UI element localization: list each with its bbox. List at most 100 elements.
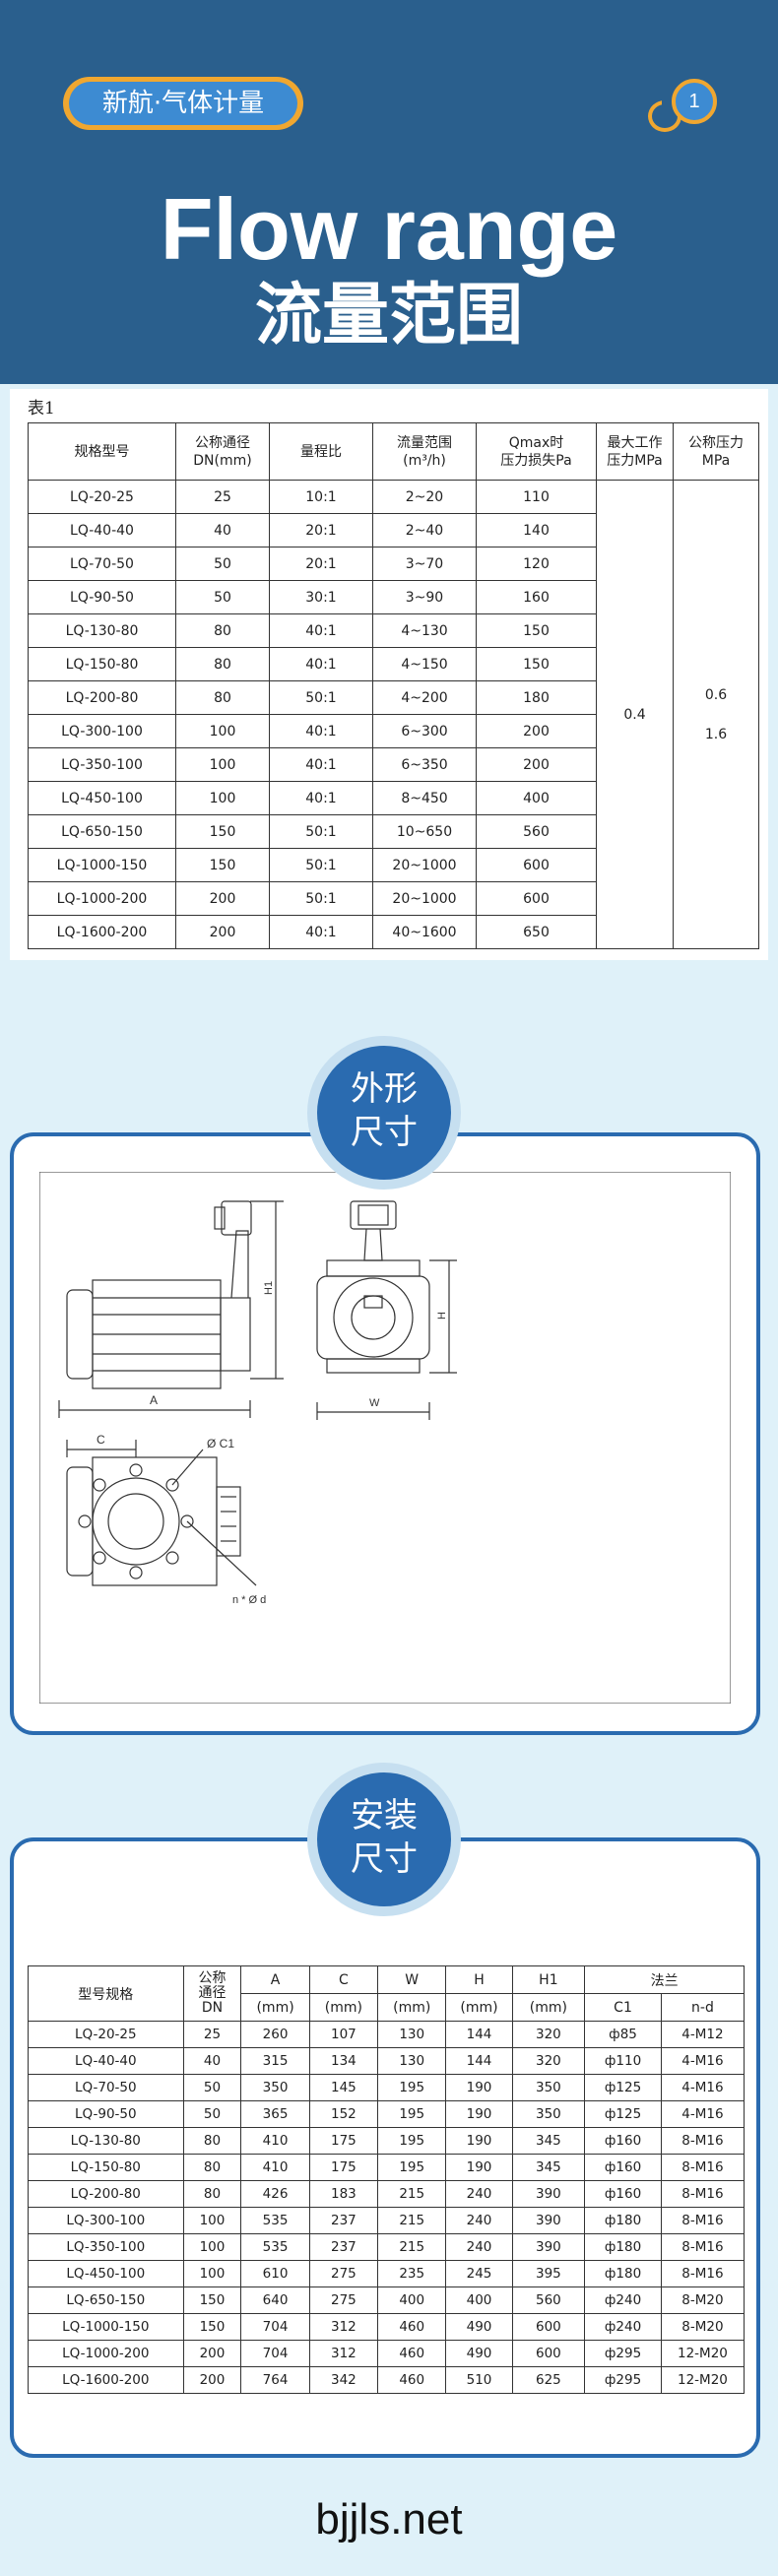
table-cell: 240 [445, 2180, 513, 2208]
table-cell: 50:1 [269, 848, 373, 882]
header-col-0: 规格型号 [28, 422, 176, 481]
unit-W: (mm) [377, 1993, 447, 2022]
table-cell: ф160 [584, 2127, 662, 2155]
table-cell: 195 [377, 2100, 447, 2128]
page-subtitle: 流量范围 [254, 277, 523, 354]
label-H: H [436, 1312, 448, 1320]
technical-drawing: A H1 W H [39, 1172, 731, 1704]
table-cell: 50:1 [269, 881, 373, 916]
table-cell: LQ-40-40 [28, 513, 176, 547]
table-cell: 150 [182, 2313, 242, 2341]
table-caption: 表1 [28, 399, 55, 419]
table-cell: 4~130 [372, 613, 477, 648]
table-cell: 40 [175, 513, 270, 547]
table-cell: 4-M16 [660, 2074, 746, 2101]
table-cell: 200 [175, 915, 270, 949]
table-cell: 237 [308, 2207, 379, 2234]
table-cell: 400 [476, 781, 597, 815]
table-cell: 240 [445, 2233, 513, 2261]
table-cell: 600 [511, 2340, 586, 2367]
table-cell: 600 [476, 848, 597, 882]
table-cell: 6~350 [372, 747, 477, 782]
table-cell: 50 [175, 580, 270, 614]
table-cell: 100 [182, 2260, 242, 2287]
table-cell: 10~650 [372, 814, 477, 849]
table-cell: 200 [182, 2366, 242, 2394]
table-cell: 320 [511, 2021, 586, 2048]
table-cell: ф85 [584, 2021, 662, 2048]
table-cell: 195 [377, 2074, 447, 2101]
table-cell: 535 [240, 2233, 310, 2261]
brand-label: 新航·气体计量 [69, 82, 297, 125]
table-cell: LQ-650-150 [28, 2286, 184, 2314]
front-view [316, 1200, 457, 1420]
table-cell: 50:1 [269, 680, 373, 715]
table-cell: 150 [175, 848, 270, 882]
table-cell: ф180 [584, 2207, 662, 2234]
table-cell: 390 [511, 2233, 586, 2261]
table-cell: 625 [511, 2366, 586, 2394]
table-cell: 40:1 [269, 714, 373, 748]
table-cell: ф180 [584, 2260, 662, 2287]
brand-pill[interactable]: 新航·气体计量 [63, 77, 303, 130]
table-cell: LQ-40-40 [28, 2047, 184, 2075]
table-cell: LQ-70-50 [28, 2074, 184, 2101]
table-cell: 25 [175, 480, 270, 514]
table-cell: LQ-1000-200 [28, 2340, 184, 2367]
header-flange: 法兰 [584, 1965, 745, 1994]
table-cell: 190 [445, 2100, 513, 2128]
table-cell: 175 [308, 2154, 379, 2181]
drawing-frame [39, 1172, 731, 1704]
page-number: 1 [672, 79, 717, 124]
table-cell: 764 [240, 2366, 310, 2394]
header-model: 型号规格 [28, 1965, 184, 2022]
table-cell: 80 [182, 2127, 242, 2155]
table-cell: LQ-130-80 [28, 2127, 184, 2155]
table-cell: ф125 [584, 2100, 662, 2128]
table-cell: 130 [377, 2047, 447, 2075]
header-col-5: 最大工作 压力MPa [596, 422, 674, 481]
header-banner: 新航·气体计量 1 Flow range 流量范围 [0, 0, 778, 384]
table-cell: LQ-1000-150 [28, 848, 176, 882]
table-cell: 190 [445, 2127, 513, 2155]
table-cell: 40:1 [269, 747, 373, 782]
table-cell: 195 [377, 2154, 447, 2181]
table-cell: 50:1 [269, 814, 373, 849]
table-cell: 320 [511, 2047, 586, 2075]
table-cell: 20:1 [269, 513, 373, 547]
badge-line-2: 尺寸 [351, 1839, 418, 1879]
table-cell: 40:1 [269, 613, 373, 648]
table-cell: 390 [511, 2207, 586, 2234]
table-cell: 460 [377, 2366, 447, 2394]
table-cell: 600 [476, 881, 597, 916]
flow-range-table: 规格型号公称通径 DN(mm)量程比流量范围 (m³/h)Qmax时 压力损失P… [28, 422, 759, 949]
table-cell: ф295 [584, 2340, 662, 2367]
table-cell: 200 [175, 881, 270, 916]
site-url[interactable]: bjjls.net [315, 2495, 463, 2544]
table-cell: 80 [182, 2154, 242, 2181]
table-cell: 40~1600 [372, 915, 477, 949]
page-title: Flow range [160, 180, 618, 278]
table-cell: 560 [511, 2286, 586, 2314]
table-cell: 160 [476, 580, 597, 614]
table-cell: LQ-300-100 [28, 2207, 184, 2234]
table-cell: 312 [308, 2340, 379, 2367]
table-cell: 490 [445, 2313, 513, 2341]
table-cell: 4-M16 [660, 2100, 746, 2128]
table-cell: 20~1000 [372, 848, 477, 882]
table-cell: LQ-200-80 [28, 2180, 184, 2208]
table-cell: LQ-1000-150 [28, 2313, 184, 2341]
table-cell: 40:1 [269, 647, 373, 681]
unit-H1: (mm) [511, 1993, 586, 2022]
page-number-badge: 1 [648, 79, 719, 134]
